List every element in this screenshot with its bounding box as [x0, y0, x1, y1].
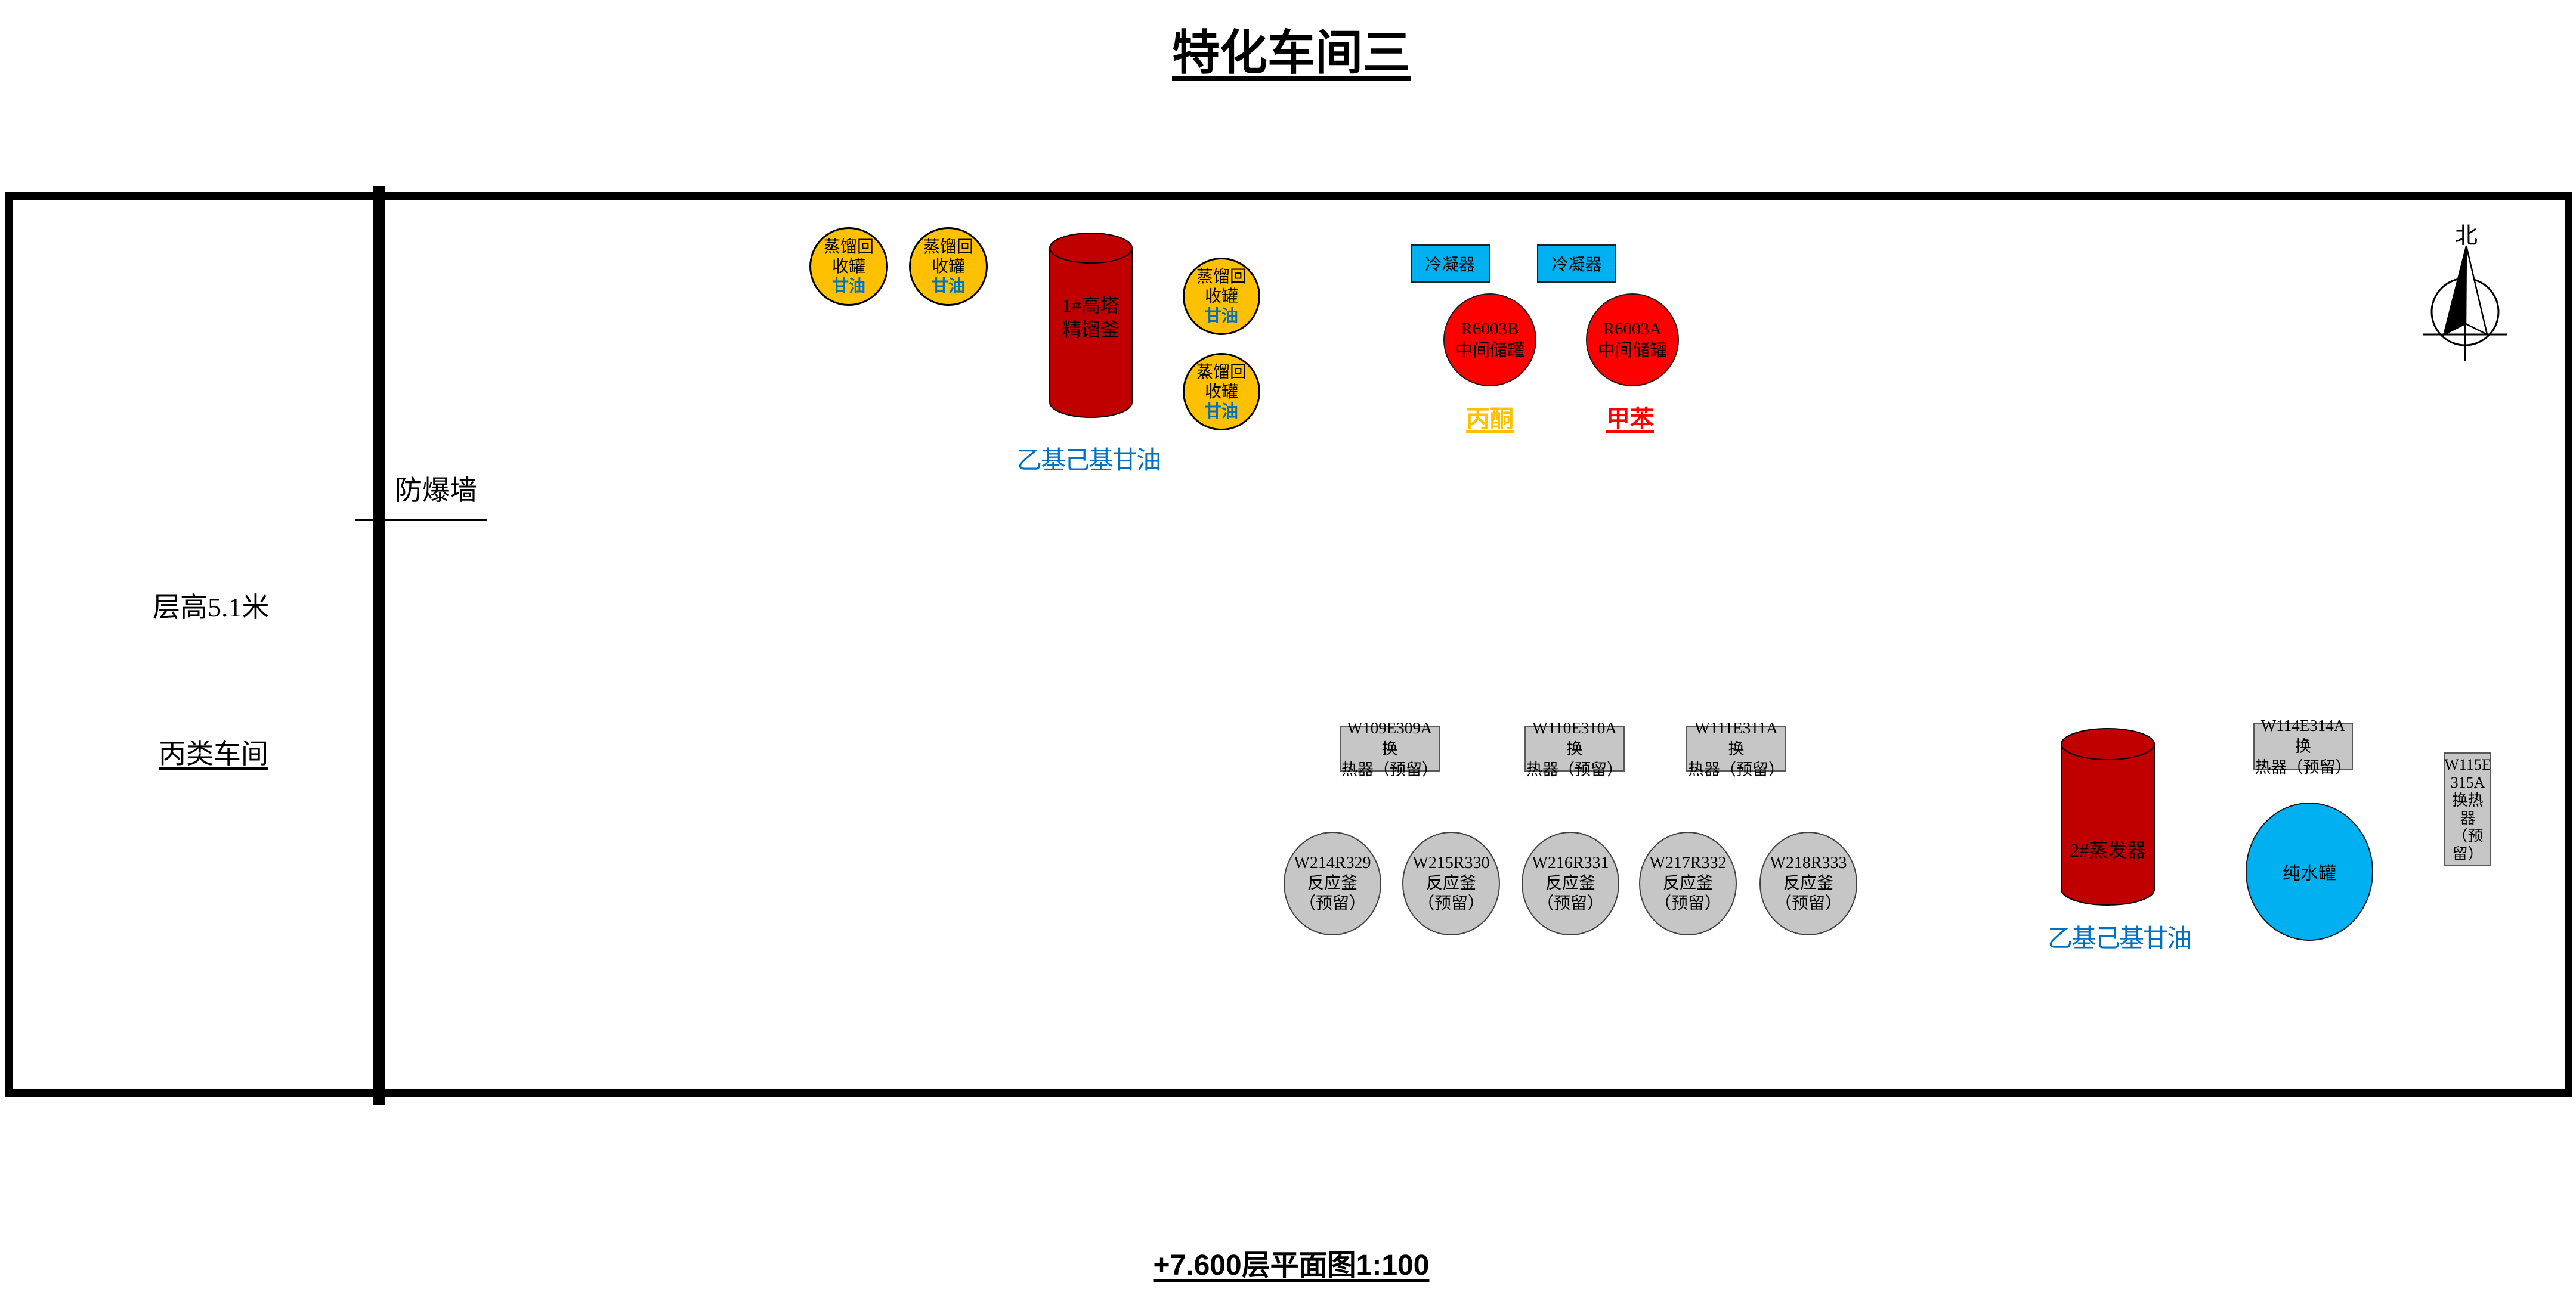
floor-height-label: 层高5.1米: [153, 592, 270, 622]
condenser-label: 冷凝器: [1425, 256, 1476, 274]
product-label-right: 乙基己基甘油: [2047, 925, 2192, 953]
recovery-tank-1: 蒸馏回 收罐 甘油: [809, 227, 888, 306]
toluene-label: 甲苯: [1606, 405, 1654, 432]
column-still-cylinder: [1049, 233, 1133, 418]
heat-exchanger-W109E309A: W109E309A换 热器（预留）: [1340, 719, 1440, 779]
reactor-name: 反应釜: [1545, 874, 1595, 893]
tank-line: 蒸馏回: [1196, 267, 1247, 286]
hx-line: W110E310A换: [1532, 718, 1617, 758]
product-label-left: 乙基己基甘油: [1016, 447, 1161, 475]
hx-line: W115E: [2444, 755, 2491, 773]
reactor-note: （预留）: [1536, 894, 1604, 913]
reactor-name: 反应釜: [1307, 874, 1357, 893]
heat-exchanger-W115E315A: W115E 315A 换热 器 （预 留）: [2444, 752, 2491, 866]
reactor-name: 反应釜: [1662, 874, 1713, 893]
tank-line: 收罐: [1204, 287, 1238, 306]
reactor-code: W217R332: [1649, 854, 1727, 872]
hx-line: 热器（预留）: [1341, 760, 1438, 779]
tank-line: 蒸馏回: [923, 237, 973, 256]
recovery-tank-4: 蒸馏回 收罐 甘油: [1183, 353, 1260, 430]
condenser-2: 冷凝器: [1537, 244, 1616, 283]
reactor-W216R331: W216R331 反应釜 （预留）: [1522, 832, 1619, 935]
hx-line: W109E309A换: [1347, 718, 1433, 758]
heat-exchanger-W111E311A: W111E311A换 热器（预留）: [1686, 719, 1786, 779]
reactor-note: （预留）: [1417, 894, 1485, 913]
reactor-code: W218R333: [1770, 854, 1847, 872]
reactor-W215R330: W215R330 反应釜 （预留）: [1402, 832, 1500, 935]
hx-line: W114E314A换: [2260, 717, 2346, 755]
reactor-note: （预留）: [1774, 894, 1842, 913]
workshop-outline: [5, 192, 2572, 1097]
tank-material: 甘油: [931, 277, 965, 296]
workshop-class-label: 丙类车间: [159, 739, 268, 769]
reactor-code: W216R331: [1532, 854, 1609, 872]
reactor-code: W214R329: [1294, 854, 1371, 872]
storage-tank-name: 中间储罐: [1455, 341, 1524, 360]
hx-line: 315A: [2450, 773, 2485, 791]
reactor-W214R329: W214R329 反应釜 （预留）: [1284, 832, 1381, 935]
storage-tank-R6003A: R6003A 中间储罐: [1586, 293, 1679, 386]
recovery-tank-2: 蒸馏回 收罐 甘油: [909, 227, 988, 306]
reactor-W218R333: W218R333 反应釜 （预留）: [1759, 832, 1857, 935]
blast-wall: [373, 186, 385, 1105]
storage-tank-R6003B: R6003B 中间储罐: [1443, 293, 1536, 386]
hx-line: 热器（预留）: [1526, 760, 1623, 779]
tank-material: 甘油: [1204, 402, 1238, 421]
column-still-line: 1#高塔: [1062, 295, 1120, 316]
tank-line: 收罐: [1204, 382, 1238, 401]
storage-tank-code: R6003B: [1461, 320, 1519, 339]
hx-line: 热器（预留）: [1688, 760, 1785, 779]
reactor-name: 反应釜: [1425, 874, 1476, 893]
acetone-label: 丙酮: [1466, 405, 1514, 432]
column-still-line: 精馏釜: [1062, 319, 1120, 340]
hx-line: （预: [2452, 827, 2484, 845]
pure-water-tank: 纯水罐: [2246, 803, 2373, 941]
storage-tank-code: R6003A: [1603, 320, 1662, 339]
condenser-label: 冷凝器: [1551, 256, 1602, 274]
pure-water-tank-label: 纯水罐: [2283, 864, 2336, 884]
reactor-note: （预留）: [1298, 894, 1366, 913]
north-label: 北: [2454, 224, 2478, 249]
blast-wall-label: 防爆墙: [395, 475, 477, 506]
page-title: 特化车间三: [1172, 26, 1411, 79]
north-compass-icon: [2423, 245, 2507, 361]
hx-line: 留）: [2452, 845, 2484, 863]
tank-material: 甘油: [831, 277, 865, 296]
blast-wall-dimension-line: [355, 519, 487, 521]
tank-material: 甘油: [1204, 306, 1238, 326]
reactor-note: （预留）: [1654, 894, 1721, 913]
hx-line: 器: [2460, 809, 2476, 827]
heat-exchanger-W110E310A: W110E310A换 热器（预留）: [1524, 719, 1625, 779]
reactor-code: W215R330: [1412, 854, 1490, 872]
reactor-name: 反应釜: [1783, 874, 1833, 893]
tank-line: 蒸馏回: [823, 237, 874, 256]
recovery-tank-3: 蒸馏回 收罐 甘油: [1183, 258, 1260, 335]
evaporator-label: 2#蒸发器: [2069, 839, 2146, 861]
tank-line: 蒸馏回: [1196, 362, 1247, 382]
heat-exchanger-W114E314A: W114E314A换 热器（预留）: [2253, 717, 2353, 776]
tank-line: 收罐: [831, 257, 865, 276]
hx-line: W111E311A换: [1694, 718, 1778, 758]
column-still-label: 1#高塔 精馏釜: [1048, 293, 1134, 342]
condenser-1: 冷凝器: [1411, 244, 1490, 283]
tank-line: 收罐: [931, 257, 965, 276]
hx-line: 换热: [2452, 791, 2484, 809]
evaporator-cylinder: [2061, 728, 2155, 906]
storage-tank-name: 中间储罐: [1597, 341, 1667, 360]
hx-line: 热器（预留）: [2255, 758, 2352, 776]
reactor-W217R332: W217R332 反应釜 （预留）: [1639, 832, 1737, 935]
drawing-caption: +7.600层平面图1:100: [1153, 1250, 1430, 1281]
